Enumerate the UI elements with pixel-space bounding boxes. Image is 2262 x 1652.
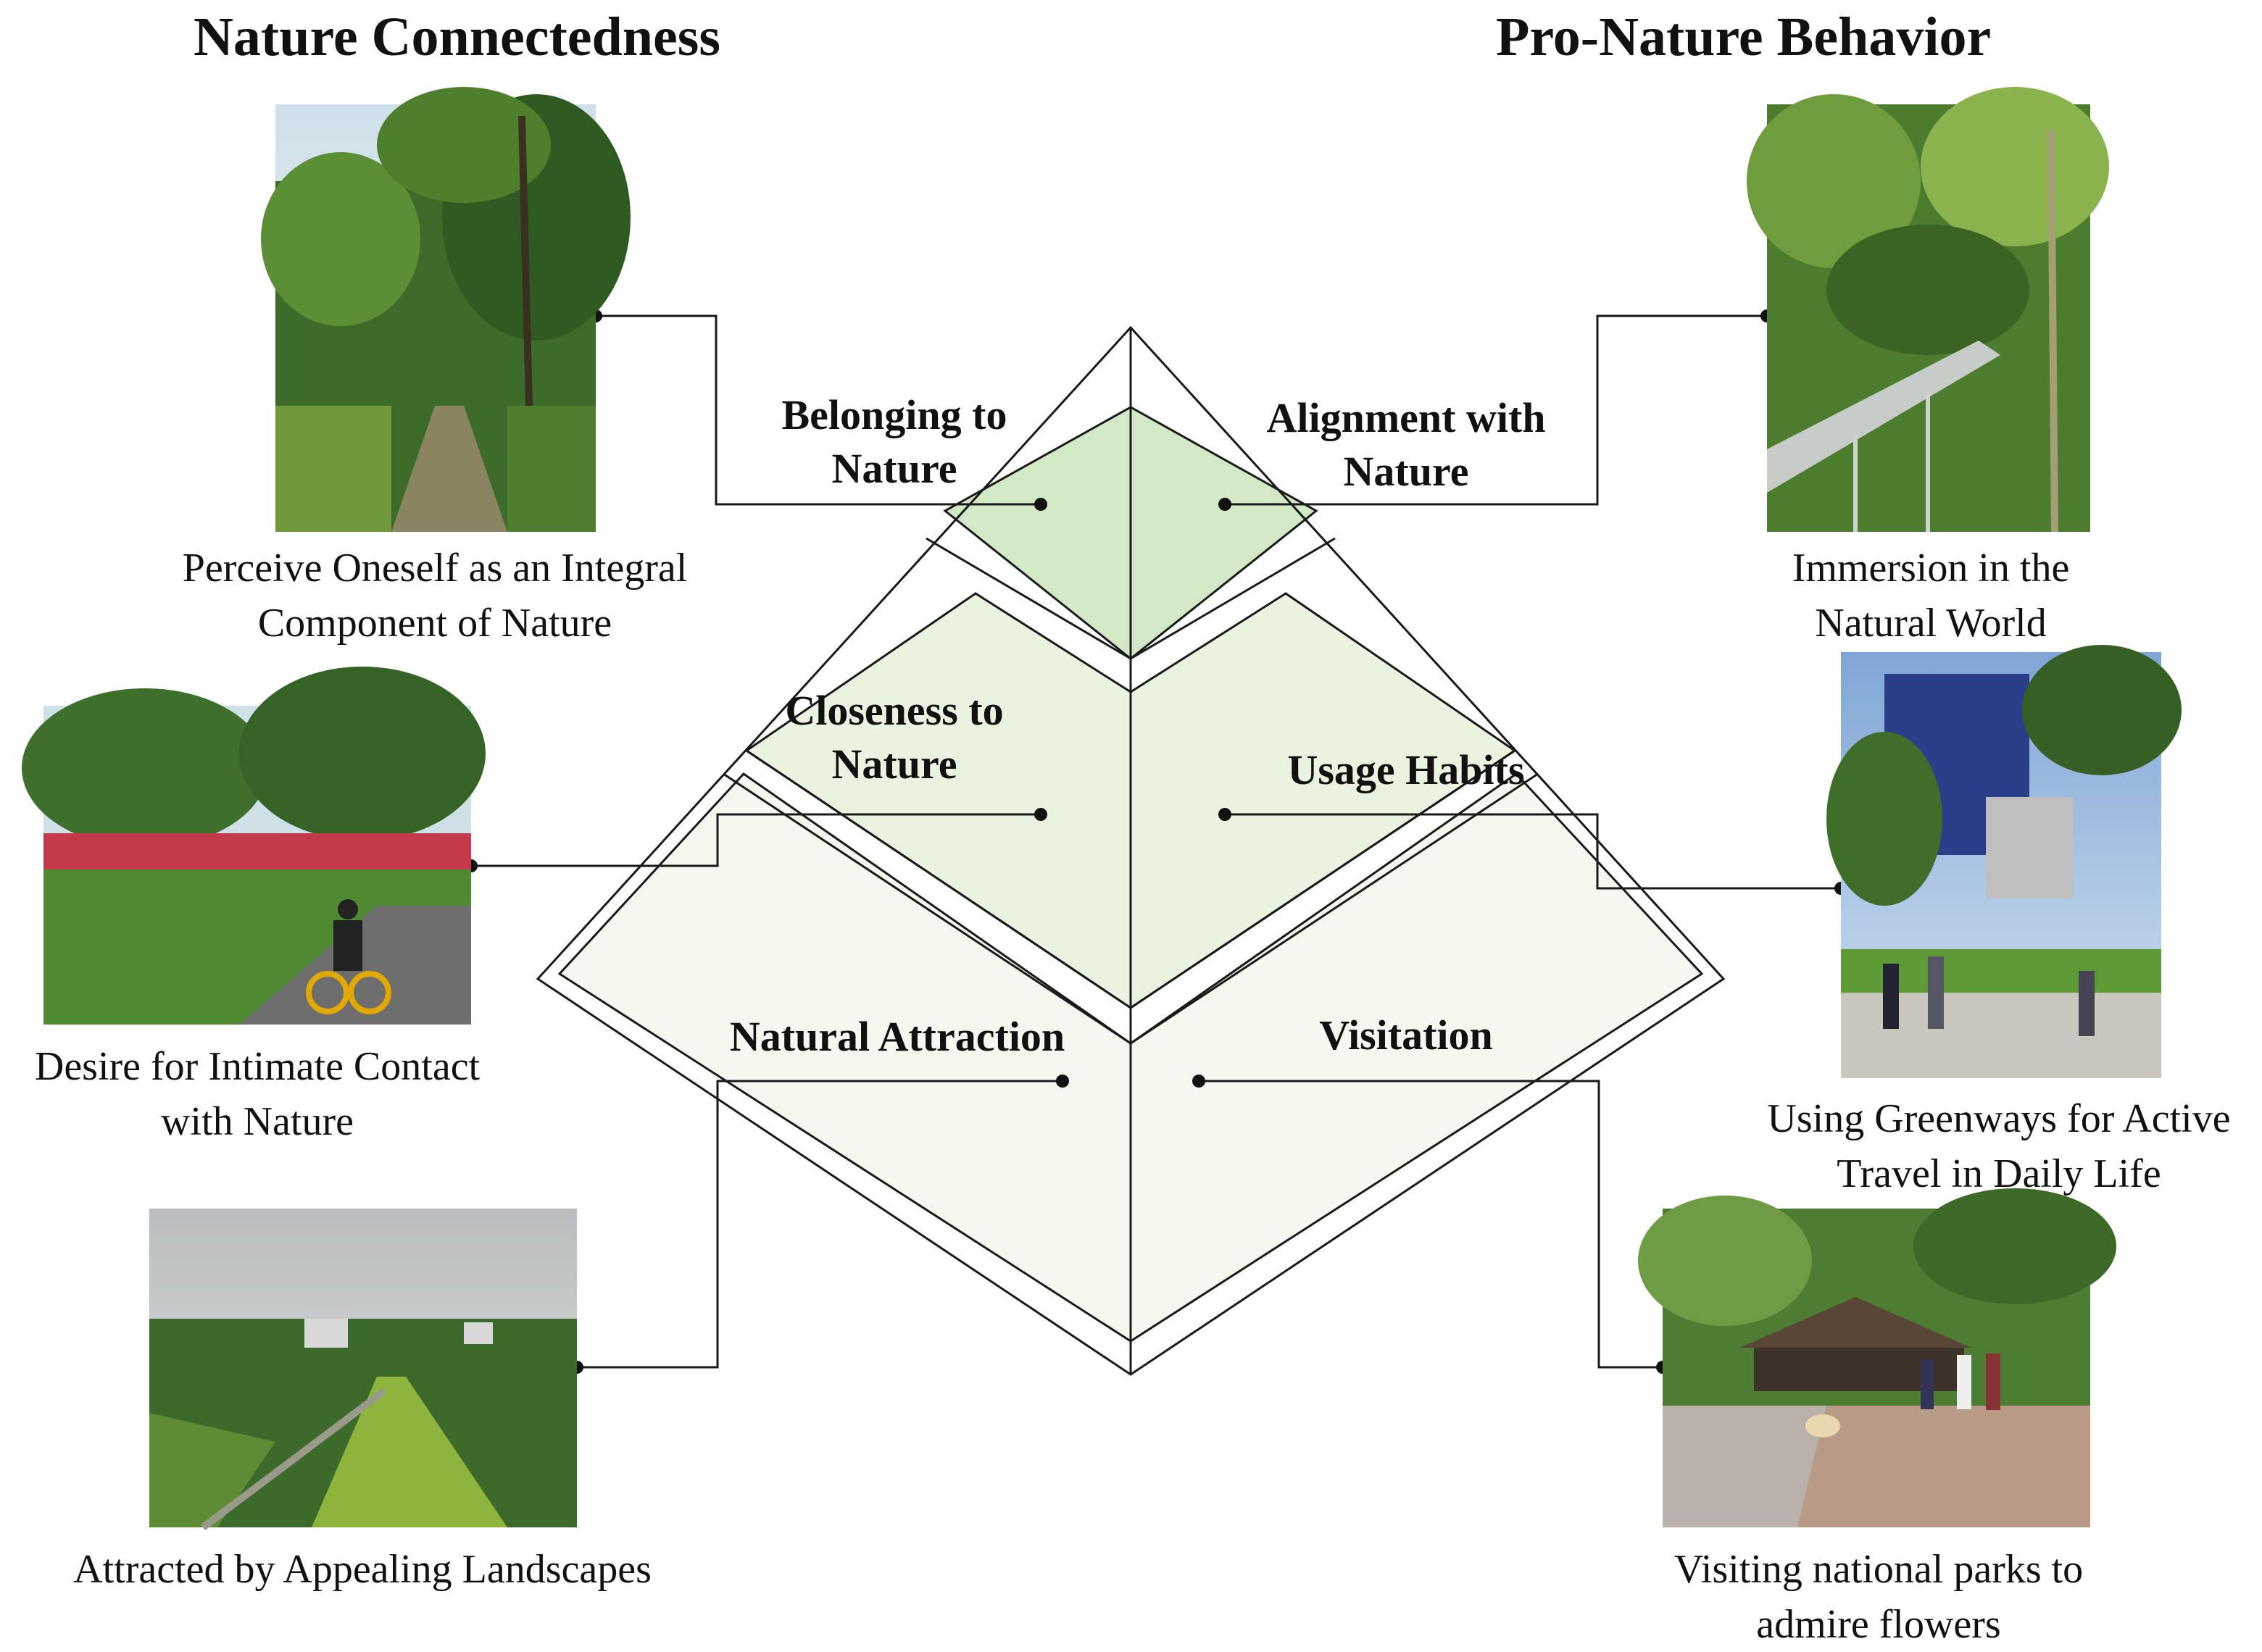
connector-belonging [596,314,1041,506]
photo-cyclist-park [22,667,486,1025]
connector-alignment [1225,314,1767,506]
caption-appealing-landscapes: Attracted by Appealing Landscapes [73,1547,652,1592]
photo-canopy-walkway [1747,87,2109,533]
photo-jungle-path [261,87,631,532]
heading-pro-nature-behavior: Pro-Nature Behavior [1496,7,1992,67]
connectors [471,314,1841,1369]
pyramid [536,325,1726,1376]
photo-urban-greenway [1826,645,2182,1078]
tier-label-natural-attraction: Natural Attraction [729,1013,1065,1060]
connector-usage [1225,813,1841,890]
photo-valley-landscape [149,1209,577,1530]
photo-park-entrance [1638,1188,2116,1527]
tier-label-usage-habits: Usage Habits [1287,746,1525,793]
connector-attraction [577,1080,1063,1369]
heading-nature-connectedness: Nature Connectedness [194,7,720,67]
connector-closeness [471,813,1041,867]
connector-visitation [1199,1080,1663,1369]
tier-label-visitation: Visitation [1319,1011,1493,1059]
